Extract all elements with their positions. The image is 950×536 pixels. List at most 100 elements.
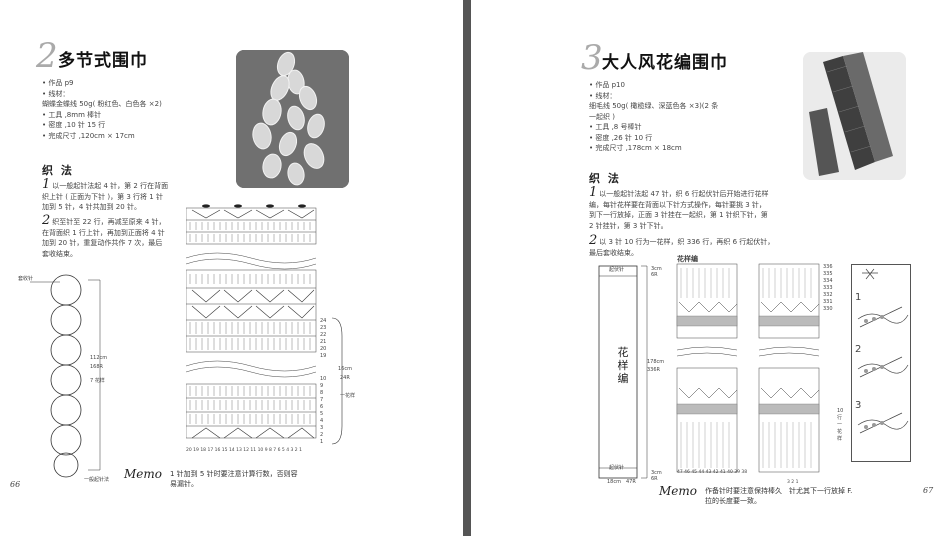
side-label-part: 10	[837, 408, 844, 414]
info-line: • 完成尺寸 ,178cm × 18cm	[589, 144, 682, 152]
row-number: 10	[320, 376, 327, 382]
right-page: 3 大人风花编围巾 • 作品 p10 • 线材： 细毛线 50g( 橄榄绿、深蓝…	[471, 0, 950, 536]
row-number: 336	[823, 264, 833, 270]
step-text: 套收结束。	[42, 249, 77, 258]
row-numbers: 336 335 334 333 332 331 330	[823, 264, 833, 313]
row-number: 24	[320, 318, 327, 324]
pattern-number: 3	[581, 38, 603, 78]
step-text: 编，每针花样要在背面以下针方式操作，每针要挑 3 针，	[589, 200, 766, 209]
step-text: 以一般起针法起 47 针，织 6 行起伏针后开始进行花样	[599, 190, 769, 198]
technique-illustrations	[851, 264, 911, 462]
memo-label: Memo	[124, 467, 162, 481]
bottom-edge-label: 起伏针	[609, 465, 625, 471]
dim-text: 3cm	[651, 470, 662, 476]
pattern-chart	[676, 263, 820, 473]
step-number: 2	[42, 213, 51, 228]
book-spine	[463, 0, 471, 536]
info-line: 蝴蝶金蝶线 50g( 粉红色、白色各 ×2)	[42, 100, 162, 108]
dim-text: 6R	[651, 272, 658, 278]
row-number: 20	[320, 346, 327, 352]
pattern-number: 2	[36, 36, 58, 76]
scarf-photo-image	[236, 50, 349, 188]
side-label-part: 花	[837, 429, 843, 435]
chart-title: 花样编	[677, 255, 698, 263]
illustration-step-1: 1	[855, 292, 862, 303]
row-number: 9	[320, 383, 324, 389]
method-heading: 织 法	[42, 164, 74, 177]
row-number: 3	[320, 425, 324, 431]
step-text: 织至针至 22 行，再减至原来 4 针，	[52, 218, 166, 226]
left-page: 2 多节式围巾 • 作品 p9 • 线材： 蝴蝶金蝶线 50g( 粉红色、白色各…	[0, 0, 463, 536]
illustration-step-3: 3	[855, 400, 862, 411]
page-number: 66	[10, 480, 21, 489]
memo-label: Memo	[659, 484, 697, 498]
row-number: 335	[823, 271, 833, 277]
info-line: • 密度 ,10 针 15 行	[42, 121, 106, 129]
side-label-part: 行	[837, 415, 843, 421]
dim-text: 178cm	[647, 359, 665, 365]
repeat-dim: 7 花样	[90, 378, 105, 384]
step-number: 1	[589, 185, 598, 200]
info-line: • 工具 ,8 号棒针	[589, 123, 642, 131]
step-text: 在背面织 1 行上针，再加到正面将 4 针	[42, 228, 165, 237]
repeat-bracket	[331, 317, 343, 445]
info-line: • 线材：	[589, 91, 617, 100]
row-number: 8	[320, 390, 324, 396]
memo-line: 1 针加到 5 针时要注意计算行数，否则容	[170, 470, 298, 478]
memo-text: 1 针加到 5 针时要注意计算行数，否则容 易漏针。	[170, 469, 298, 489]
info-line: • 工具 ,8mm 棒针	[42, 110, 102, 119]
bottom-dim: 3cm 6R	[651, 470, 662, 482]
step-text: 到下一行放掉，正面 3 针挂在一起织，第 1 针织下针，第	[589, 211, 768, 219]
row-number: 334	[823, 278, 833, 284]
column-numbers: 20 19 18 17 16 15 14 13 12 11 10 9 8 7 6…	[186, 448, 302, 453]
materials-info: • 作品 p9 • 线材： 蝴蝶金蝶线 50g( 粉红色、白色各 ×2) • 工…	[42, 78, 162, 141]
info-line: 细毛线 50g( 橄榄绿、深蓝色各 ×3)(2 条	[589, 102, 719, 110]
technique-drawings	[857, 268, 909, 434]
page-number: 67	[923, 486, 934, 495]
cast-off-label: 套收针	[18, 276, 34, 282]
scarf-schematic	[30, 274, 101, 478]
info-line: • 线材：	[42, 89, 70, 98]
repeat-height: 16cm	[338, 366, 352, 372]
row-number: 5	[320, 411, 324, 417]
step-text: 最后套收结束。	[589, 248, 638, 257]
info-line: • 密度 ,26 针 10 行	[589, 133, 653, 142]
illustration-step-2: 2	[855, 344, 862, 355]
row-number: 23	[320, 325, 327, 331]
step-text: 2 针挂针，第 3 针下针。	[589, 221, 668, 230]
info-line: 一起织 )	[589, 112, 615, 121]
row-number: 6	[320, 404, 324, 410]
memo-line: 拉的长度要一致。	[705, 497, 761, 505]
column-numbers-left: 47 46 45 44 43 42 41 40 39 38	[677, 470, 748, 475]
mid-dim: 178cm 336R	[647, 358, 664, 374]
memo-text: 作备针时要注意保持棒久 针尤其下一行放掉 F. 拉的长度要一致。	[705, 486, 852, 506]
length-dim: 112cm	[90, 355, 108, 361]
row-number: 1	[320, 439, 324, 445]
row-number: 333	[823, 285, 833, 291]
step-text: 以 3 针 10 行为一花样，织 336 行，再织 6 行起伏针，	[599, 238, 775, 246]
side-label-part: 一	[837, 422, 843, 428]
row-numbers-bottom: 10 9 8 7 6 5 4 3 2 1	[320, 376, 326, 446]
column-numbers-right: 3 2 1	[787, 480, 799, 485]
materials-info: • 作品 p10 • 线材： 细毛线 50g( 橄榄绿、深蓝色各 ×3)(2 条…	[589, 80, 718, 154]
info-line: • 作品 p10	[589, 81, 625, 89]
step-text: 以一般起针法起 4 针，第 2 行在背面	[52, 182, 169, 190]
memo-line: 作备针时要注意保持棒久 针尤其下一行放掉 F.	[705, 487, 853, 495]
scarf-photo	[236, 50, 349, 188]
info-line: • 完成尺寸 ,120cm × 17cm	[42, 131, 135, 140]
dim-text: 6R	[651, 476, 658, 482]
row-number: 19	[320, 353, 327, 359]
row-number: 4	[320, 418, 324, 424]
side-label-part: 样	[837, 436, 843, 442]
repeat-rows: 24R	[340, 375, 350, 381]
memo-line: 易漏针。	[170, 480, 198, 488]
row-number: 7	[320, 397, 324, 403]
dim-text: 3cm	[651, 266, 662, 272]
step-number: 1	[42, 177, 51, 192]
row-number: 21	[320, 339, 327, 345]
scarf-photo-image	[803, 52, 906, 180]
top-dim: 3cm 6R	[651, 266, 662, 278]
